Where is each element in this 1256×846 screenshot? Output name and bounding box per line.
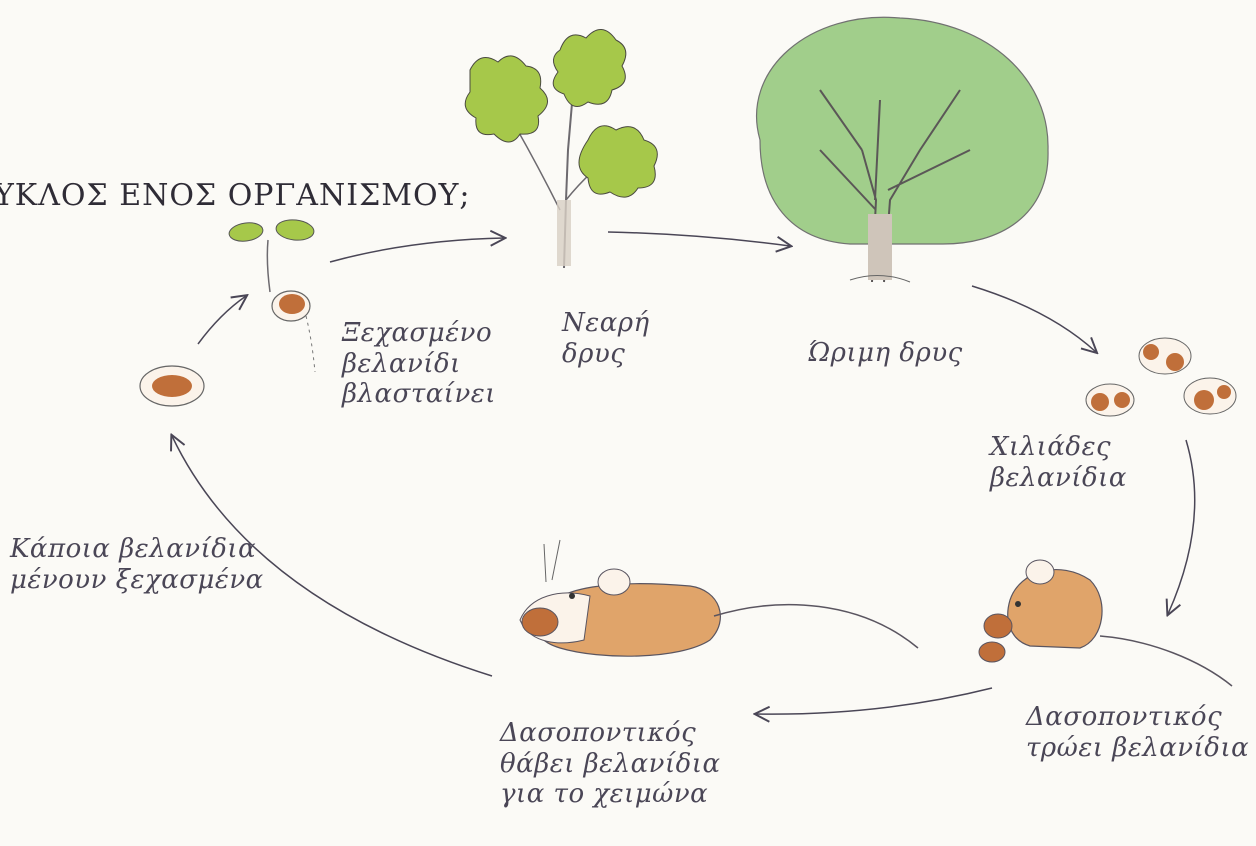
label-forgotten-acorns: Κάποια βελανίδια μένουν ξεχασμένα xyxy=(10,534,264,595)
arrow-seedling-to-young xyxy=(330,238,504,262)
label-young-oak: Νεαρή δρυς xyxy=(562,308,650,369)
mature-oak-illustration xyxy=(757,17,1048,282)
mouse-eating-illustration xyxy=(979,560,1232,686)
forgotten-acorn-illustration xyxy=(140,366,204,406)
arrow-mouse-eat-to-bury xyxy=(756,688,992,714)
arrow-forgotten-to-seedling xyxy=(198,296,246,344)
arrow-young-to-mature xyxy=(608,232,790,246)
acorns-cluster-illustration xyxy=(1086,338,1236,416)
seedling-illustration xyxy=(228,218,315,372)
arrow-acorns-to-mouse xyxy=(1168,440,1195,614)
diagram-title: ΥΚΛΟΣ ΕΝΟΣ ΟΡΓΑΝΙΣΜΟΥ; xyxy=(0,178,471,213)
label-thousands-acorns: Χιλιάδες βελανίδια xyxy=(990,432,1127,493)
arrow-mature-to-acorns xyxy=(972,286,1096,352)
label-mature-oak: Ώριμη δρυς xyxy=(808,338,963,369)
label-mouse-eats: Δασοποντικός τρώει βελανίδια xyxy=(1026,702,1249,763)
mouse-burying-illustration xyxy=(520,540,918,656)
label-mouse-buries: Δασοποντικός θάβει βελανίδια για το χειμ… xyxy=(500,718,721,810)
label-sprouted-acorn: Ξεχασμένο βελανίδι βλασταίνει xyxy=(342,318,496,410)
